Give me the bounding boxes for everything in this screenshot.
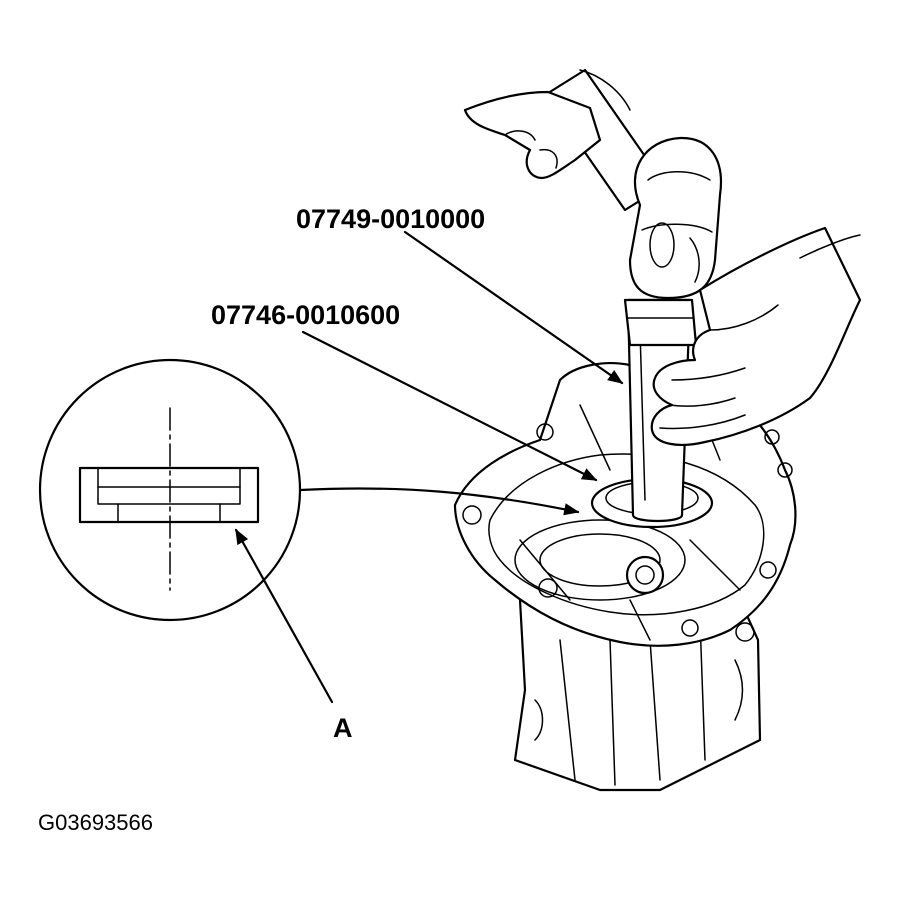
leader-tool-upper	[403, 230, 624, 385]
label-tool-lower: 07746-0010600	[211, 300, 400, 330]
upper-hand	[463, 69, 631, 180]
leader-lines	[234, 230, 624, 704]
leader-callout-a	[234, 528, 334, 704]
leader-inset-to-bore	[298, 487, 580, 516]
lower-hand	[650, 226, 862, 446]
label-callout-a: A	[333, 713, 353, 743]
detail-inset	[38, 358, 302, 622]
figure-code: G03693566	[38, 810, 153, 835]
leader-tool-lower	[301, 330, 598, 482]
label-tool-upper: 07749-0010000	[296, 204, 485, 234]
